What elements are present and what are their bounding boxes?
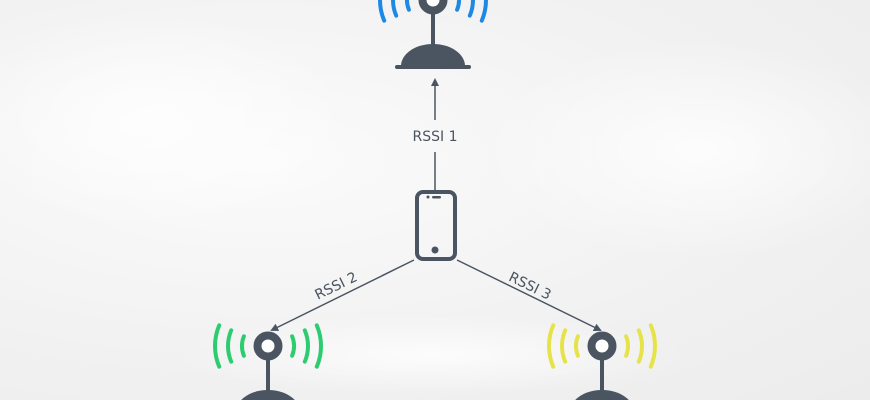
signal-wave-icon <box>290 334 296 358</box>
signal-wave-icon <box>574 334 580 358</box>
beacon-base-icon <box>401 44 465 66</box>
signal-wave-icon <box>455 0 461 12</box>
signal-wave-icon <box>479 0 488 23</box>
signal-wave-icon <box>648 323 657 369</box>
beacon-1 <box>378 0 488 69</box>
signal-wave-icon <box>314 323 323 369</box>
signal-wave-icon <box>378 0 387 23</box>
beacon-head-icon <box>587 331 617 361</box>
background-shapes <box>0 10 870 395</box>
beacon-head-icon <box>418 0 448 15</box>
signal-wave-icon <box>560 328 568 364</box>
beacon-base-line <box>395 65 471 69</box>
signal-wave-icon <box>226 328 234 364</box>
signal-wave-icon <box>636 328 644 364</box>
signal-wave-icon <box>405 0 411 12</box>
rssi-1-label: RSSI 1 <box>413 129 458 145</box>
beacon-base-icon <box>241 390 295 400</box>
rssi-3-label: RSSI 3 <box>506 269 553 303</box>
signal-wave-icon <box>213 323 222 369</box>
signal-wave-icon <box>624 334 630 358</box>
beacon-2 <box>213 323 323 400</box>
signal-wave-icon <box>467 0 475 18</box>
signal-wave-icon <box>302 328 310 364</box>
beacon-head-icon <box>253 331 283 361</box>
smartphone-icon <box>415 190 457 261</box>
beacon-base-icon <box>575 390 629 400</box>
beacon-3 <box>547 323 657 400</box>
link-rssi-1: RSSI 1 <box>413 78 458 190</box>
signal-wave-icon <box>240 334 246 358</box>
signal-wave-icon <box>547 323 556 369</box>
signal-wave-icon <box>391 0 399 18</box>
